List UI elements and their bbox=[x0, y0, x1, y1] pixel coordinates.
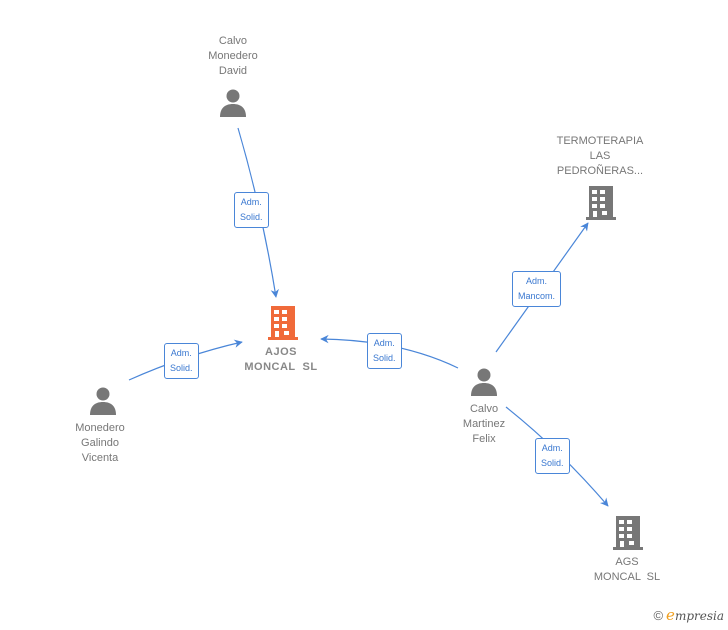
edge-label-line: Adm. bbox=[541, 443, 563, 453]
person-icon[interactable] bbox=[470, 367, 498, 402]
node-label-line: LAS bbox=[589, 150, 611, 162]
edge-label-line: Solid. bbox=[240, 212, 263, 222]
edge-label-line: Adm. bbox=[526, 276, 548, 286]
building-icon[interactable] bbox=[613, 516, 643, 555]
node-label-line: Calvo bbox=[218, 35, 248, 47]
node-label-line: Calvo bbox=[469, 403, 499, 415]
node-label-line: Vicenta bbox=[81, 452, 119, 464]
node-label-line: MONCAL SL bbox=[593, 571, 661, 583]
empresia-logo-text: mpresia bbox=[674, 609, 724, 623]
edge-label-felix-ags[interactable]: Adm. Solid. bbox=[535, 438, 570, 474]
node-label-line: Martinez bbox=[462, 418, 506, 430]
person-icon[interactable] bbox=[89, 386, 117, 421]
node-label-line: Felix bbox=[472, 433, 496, 445]
edge-label-line: Mancom. bbox=[518, 291, 556, 301]
edge-label-felix-termo[interactable]: Adm. Mancom. bbox=[512, 271, 562, 307]
edge-label-line: Solid. bbox=[373, 353, 396, 363]
copyright-icon: © bbox=[653, 608, 664, 623]
edge-label-david-ajos[interactable]: Adm. Solid. bbox=[234, 192, 269, 228]
node-label-line: AGS bbox=[615, 556, 639, 568]
node-label-termo[interactable]: TERMOTERAPIA LAS PEDROÑERAS... bbox=[557, 134, 644, 179]
person-icon[interactable] bbox=[219, 88, 247, 123]
edge-label-felix-ajos[interactable]: Adm. Solid. bbox=[367, 333, 402, 369]
node-label-line: Monedero bbox=[75, 422, 125, 434]
node-label-line: PEDROÑERAS... bbox=[556, 165, 644, 177]
node-label-line: Monedero bbox=[208, 50, 258, 62]
node-label-line: MONCAL SL bbox=[244, 361, 318, 373]
empresia-branding[interactable]: ©empresia bbox=[653, 606, 724, 624]
edge-label-line: Adm. bbox=[240, 197, 262, 207]
node-label-line: AJOS bbox=[265, 346, 297, 358]
building-icon[interactable] bbox=[586, 186, 616, 225]
edge-label-vicenta-ajos[interactable]: Adm. Solid. bbox=[164, 343, 199, 379]
edge-label-line: Solid. bbox=[541, 458, 564, 468]
edge-label-line: Adm. bbox=[373, 338, 395, 348]
empresia-logo-initial: e bbox=[666, 606, 675, 624]
node-label-ajos[interactable]: AJOS MONCAL SL bbox=[244, 345, 317, 375]
node-label-line: TERMOTERAPIA bbox=[556, 135, 644, 147]
edge-label-line: Adm. bbox=[170, 348, 192, 358]
node-label-ags[interactable]: AGS MONCAL SL bbox=[594, 555, 660, 585]
node-label-line: David bbox=[218, 65, 248, 77]
building-icon[interactable] bbox=[268, 306, 298, 345]
edge-label-line: Solid. bbox=[170, 363, 193, 373]
node-label-line: Galindo bbox=[81, 437, 119, 449]
